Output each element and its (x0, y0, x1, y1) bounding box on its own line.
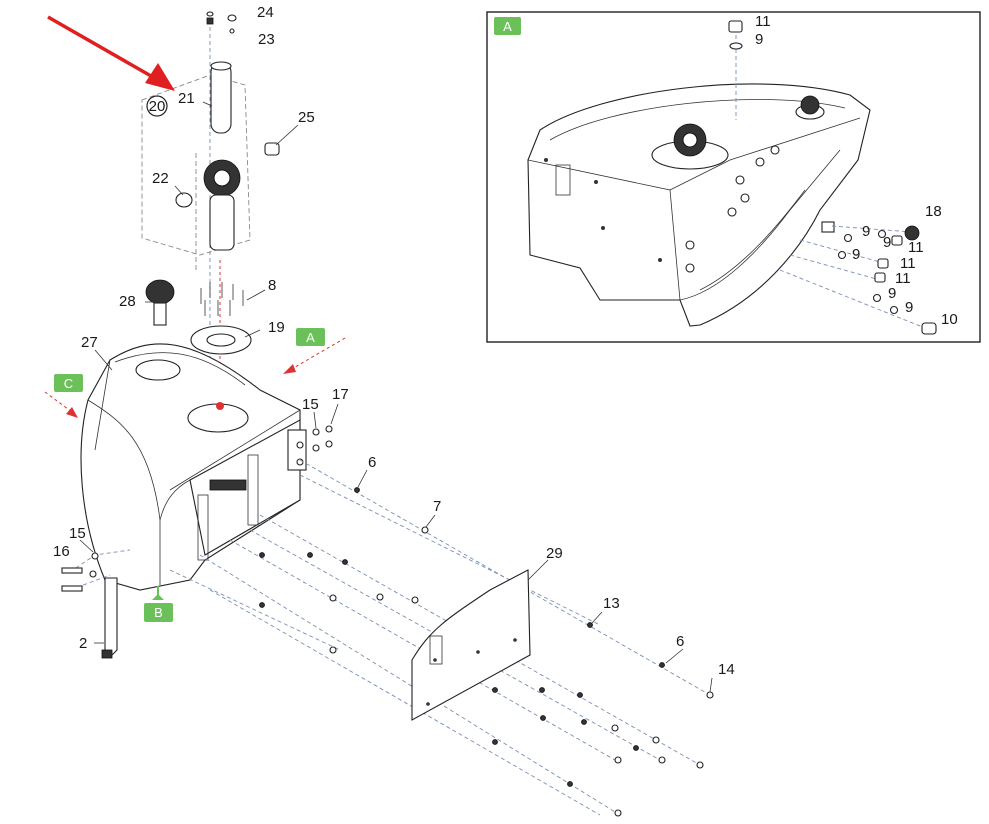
callout-27: 27 (81, 334, 98, 351)
callout-23: 23 (258, 31, 275, 48)
callout-11-top: 11 (755, 13, 771, 30)
callout-29: 29 (546, 545, 563, 562)
svg-text:C: C (64, 376, 73, 391)
callout-9-right-5: 9 (905, 299, 913, 316)
callout-14: 14 (718, 661, 735, 678)
section-marker-b: B (144, 586, 173, 622)
svg-text:A: A (503, 19, 512, 34)
svg-text:A: A (306, 330, 315, 345)
callout-9-top: 9 (755, 31, 763, 48)
detail-view-a-frame (486, 11, 981, 343)
left-parts (61, 549, 131, 659)
callout-8: 8 (268, 277, 276, 294)
filter-assembly-outline (141, 74, 251, 256)
callout-25: 25 (298, 109, 315, 126)
callout-11-right-3: 11 (895, 270, 911, 287)
callout-9-right-1: 9 (862, 223, 870, 240)
callout-9-right-4: 9 (888, 285, 896, 302)
callout-15-upper: 15 (302, 396, 319, 413)
callout-18: 18 (925, 203, 942, 220)
callout-11-right-1: 11 (908, 239, 924, 256)
detail-parts (728, 20, 937, 335)
main-tank-drawing (80, 343, 307, 591)
detail-leader-10 (779, 269, 931, 331)
mount-hardware (312, 425, 333, 452)
highlight-arrow (47, 15, 175, 91)
cover-plate (411, 569, 531, 721)
callout-2: 2 (79, 635, 87, 652)
detail-view-a-badge: A (494, 17, 521, 35)
callout-9-right-2: 9 (883, 234, 891, 251)
detail-leader-11d (789, 254, 881, 281)
detail-tank-drawing (527, 83, 871, 327)
callout-9-right-3: 9 (852, 246, 860, 263)
callout-7: 7 (433, 498, 441, 515)
section-marker-a: A (283, 328, 346, 374)
callout-21: 21 (178, 90, 195, 107)
svg-text:20: 20 (149, 98, 166, 115)
callout-10: 10 (941, 311, 958, 328)
callout-6-lower: 6 (676, 633, 684, 650)
main-leader-lines (169, 459, 711, 816)
callout-19: 19 (268, 319, 285, 336)
filter-parts (145, 11, 280, 355)
callout-leaders (79, 101, 713, 693)
callout-6-upper: 6 (368, 454, 376, 471)
callout-15-lower: 15 (69, 525, 86, 542)
callout-16: 16 (53, 543, 70, 560)
callout-11-right-2: 11 (900, 255, 916, 272)
callout-28: 28 (119, 293, 136, 310)
callout-17: 17 (332, 386, 349, 403)
callout-22: 22 (152, 170, 169, 187)
detail-leader-11b (799, 239, 881, 263)
detail-leader-18 (831, 225, 913, 233)
callout-24: 24 (257, 4, 274, 21)
section-marker-c: C (44, 374, 83, 418)
callout-13: 13 (603, 595, 620, 612)
svg-text:B: B (154, 605, 163, 620)
callout-20: 20 (146, 95, 168, 117)
